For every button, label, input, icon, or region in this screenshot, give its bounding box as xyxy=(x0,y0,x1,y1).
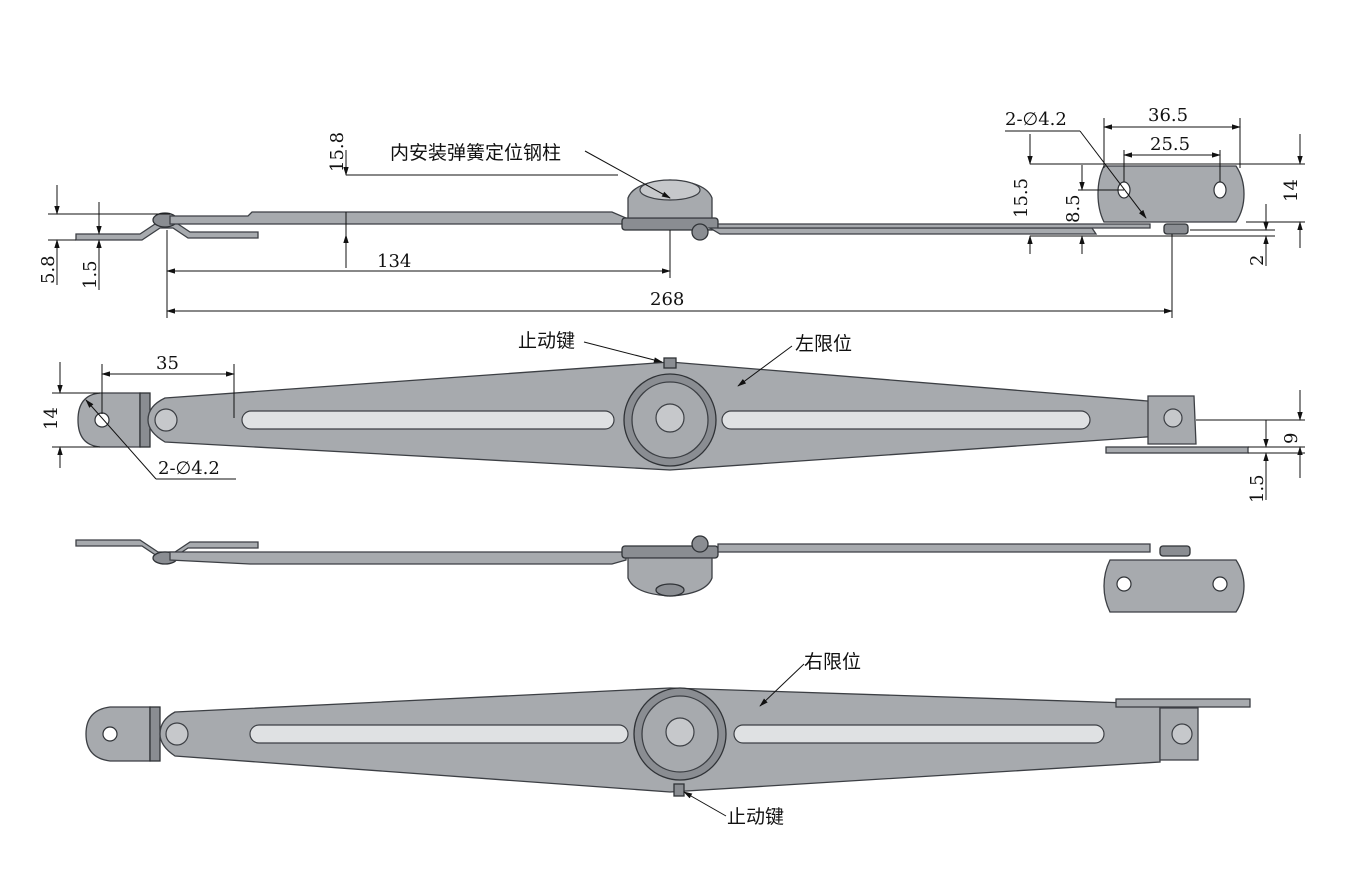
dim-9: 9 xyxy=(1281,433,1302,444)
dim-15-5: 15.5 xyxy=(1011,178,1032,218)
dim-1-5-top: 1.5 xyxy=(80,260,101,289)
dim-5-8: 5.8 xyxy=(38,255,59,284)
dim-2: 2 xyxy=(1247,255,1268,266)
label-stop-key-top: 止动键 xyxy=(518,330,575,352)
plan-view-right-limit xyxy=(85,687,1251,797)
label-spring-pin: 内安装弹簧定位钢柱 xyxy=(390,142,561,164)
label-right-limit: 右限位 xyxy=(804,651,861,673)
label-stop-key-bottom: 止动键 xyxy=(727,806,784,828)
dim-36-5: 36.5 xyxy=(1148,105,1188,126)
dim-1-5-right: 1.5 xyxy=(1247,474,1268,503)
dim-35: 35 xyxy=(156,353,179,374)
dim-14-right: 14 xyxy=(1281,179,1302,202)
side-view-middle xyxy=(75,535,1245,613)
dim-15-8: 15.8 xyxy=(327,132,348,172)
plan-view-left-dimensions: 止动键 左限位 35 14 2-∅4.2 9 1.5 xyxy=(41,330,1305,503)
plan-view-left-limit xyxy=(77,357,1249,471)
label-left-limit: 左限位 xyxy=(795,333,852,355)
dim-8-5: 8.5 xyxy=(1063,194,1084,223)
dim-hole-top: 2-∅4.2 xyxy=(1005,109,1067,130)
dim-14-left: 14 xyxy=(41,407,62,430)
side-view-top xyxy=(75,165,1245,241)
dim-25-5: 25.5 xyxy=(1150,134,1190,155)
plan-view-right-dimensions: 右限位 止动键 xyxy=(683,651,861,828)
side-view-top-dimensions: 15.8 内安装弹簧定位钢柱 5.8 1.5 134 268 2-∅4.2 36… xyxy=(38,105,1305,318)
dim-hole-left: 2-∅4.2 xyxy=(158,458,220,479)
dim-134: 134 xyxy=(377,251,411,272)
dim-268: 268 xyxy=(650,289,684,310)
